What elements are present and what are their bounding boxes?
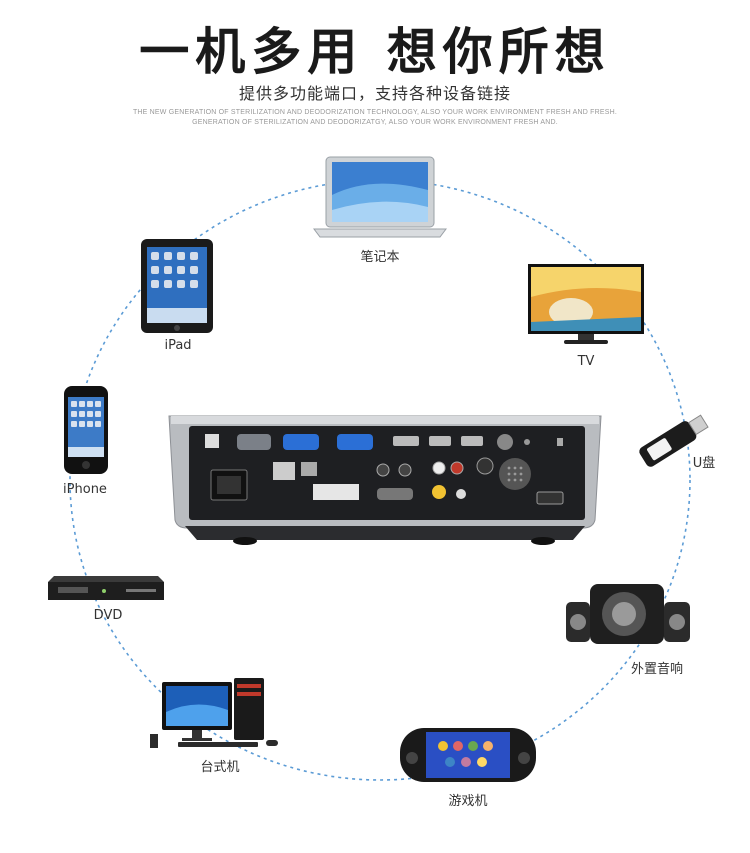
laptop-label: 笔记本 <box>360 250 400 265</box>
projector-device <box>165 410 605 554</box>
usb-label: U盘 <box>692 456 716 471</box>
tv-device <box>526 262 646 352</box>
tagline-line-1: THE NEW GENERATION OF STERILIZATION AND … <box>132 109 618 116</box>
usb-drive-device <box>624 404 714 484</box>
desktop-device <box>148 676 284 756</box>
ipad-device <box>140 238 214 338</box>
tv-label: TV <box>577 354 595 369</box>
page-title: 一机多用 想你所想 <box>139 23 611 81</box>
speaker-device <box>564 580 704 652</box>
page-subtitle: 提供多功能端口，支持各种设备链接 <box>238 84 511 103</box>
iphone-label: iPhone <box>63 482 107 497</box>
tagline-line-2: GENERATION OF STERILIZATION AND DEODORIZ… <box>192 119 558 126</box>
iphone-device <box>62 385 110 481</box>
laptop-device <box>312 155 448 245</box>
dvd-label: DVD <box>93 608 123 623</box>
speaker-label: 外置音响 <box>630 662 683 677</box>
ipad-label: iPad <box>164 338 192 353</box>
game-console-device <box>398 722 538 792</box>
dvd-player-device <box>44 572 168 610</box>
desktop-label: 台式机 <box>200 760 240 775</box>
tagline: THE NEW GENERATION OF STERILIZATION AND … <box>0 108 750 128</box>
game-console-label: 游戏机 <box>448 794 488 809</box>
